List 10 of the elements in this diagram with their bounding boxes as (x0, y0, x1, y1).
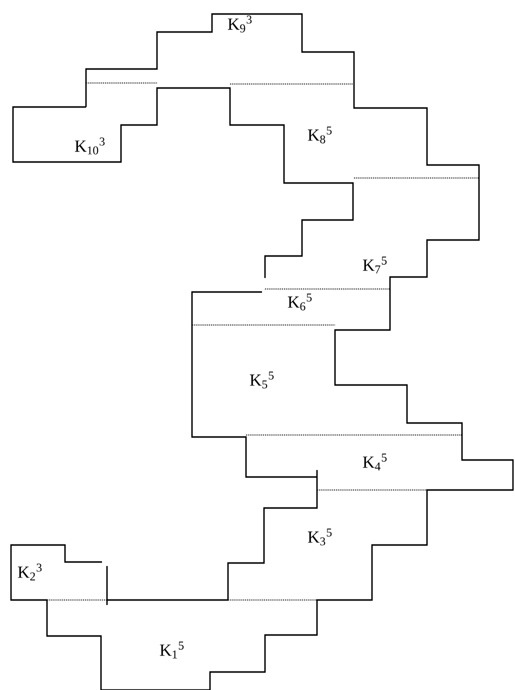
region-label: K$_{7}$5 (362, 256, 387, 274)
region-label: K$_{9}$3 (228, 16, 252, 32)
region-label: K$_{4}$5 (362, 454, 387, 470)
region-label: K$_{8}$5 (308, 126, 332, 144)
region-label: K$_{6}$5 (288, 294, 312, 310)
region-label: K$_{3}$5 (308, 528, 332, 546)
region-label: K$_{10}$3 (74, 138, 105, 154)
region-label: K$_{5}$5 (250, 372, 274, 388)
region-label: K$_{2}$3 (18, 564, 42, 580)
region-label: K$_{1}$5 (160, 642, 184, 658)
